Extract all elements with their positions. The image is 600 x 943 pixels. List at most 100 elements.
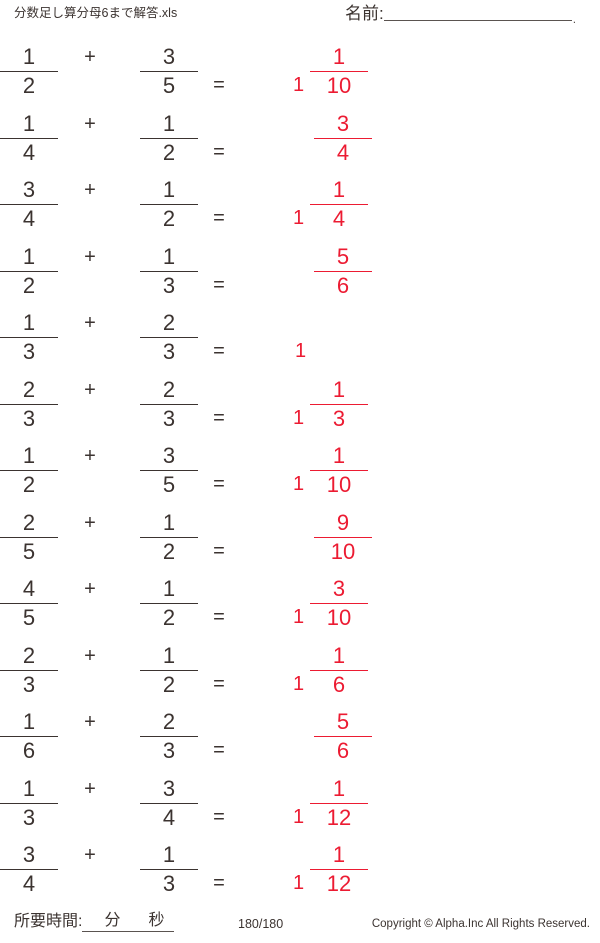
fraction-denominator: 5 xyxy=(22,605,36,630)
fraction-bar xyxy=(0,669,58,671)
fraction-bar xyxy=(0,802,58,804)
answer-fraction-bar xyxy=(314,736,372,737)
fraction-bar xyxy=(0,204,58,205)
fraction-bar xyxy=(140,337,198,338)
answer-denominator: 6 xyxy=(332,671,346,697)
fraction-bar xyxy=(140,403,198,405)
student-name-label: 名前: xyxy=(345,4,384,23)
fraction-denominator: 4 xyxy=(162,804,176,830)
answer-whole-number: 1 xyxy=(293,872,305,894)
fraction-numerator: 2 xyxy=(162,376,176,402)
fraction-denominator: 6 xyxy=(22,738,36,763)
fraction-bar xyxy=(0,270,58,272)
fraction-numerator: 1 xyxy=(162,509,176,535)
fraction-denominator: 3 xyxy=(162,405,176,431)
equals-operator: = xyxy=(213,207,225,229)
fraction-bar xyxy=(0,470,58,471)
elapsed-time-field[interactable]: 所要時間: 分 秒 xyxy=(14,911,175,932)
fraction-numerator: 1 xyxy=(162,576,176,601)
second-unit-label: 秒 xyxy=(148,912,165,929)
plus-operator: + xyxy=(84,112,96,135)
answer-whole-number: 1 xyxy=(293,74,305,96)
fraction-numerator: 1 xyxy=(22,243,36,269)
plus-operator: + xyxy=(84,711,96,733)
answer-whole-number: 1 xyxy=(293,672,305,695)
elapsed-minutes-input[interactable]: 分 xyxy=(82,911,127,932)
worksheet-footer: 所要時間: 分 秒 180/180 Copyright © Alpha.Inc … xyxy=(0,903,600,943)
elapsed-seconds-input[interactable]: 秒 xyxy=(126,911,175,932)
answer-denominator: 4 xyxy=(332,206,346,231)
fraction-bar xyxy=(0,869,58,870)
answer-numerator: 1 xyxy=(332,44,346,69)
fraction-numerator: 1 xyxy=(162,110,176,136)
equals-operator: = xyxy=(213,140,225,163)
equals-operator: = xyxy=(213,340,225,362)
equals-operator: = xyxy=(213,805,225,828)
student-name-field[interactable]: 名前: . xyxy=(345,4,577,26)
plus-operator: + xyxy=(84,46,96,68)
fraction-numerator: 3 xyxy=(162,44,176,69)
fraction-bar xyxy=(140,669,198,671)
fraction-bar xyxy=(0,603,58,604)
answer-numerator: 1 xyxy=(332,177,346,202)
fraction-bar xyxy=(140,204,198,205)
plus-operator: + xyxy=(84,445,96,467)
answer-numerator: 5 xyxy=(336,243,350,269)
fraction-denominator: 2 xyxy=(22,472,36,497)
answer-fraction-bar xyxy=(310,603,368,604)
equals-operator: = xyxy=(213,672,225,695)
student-name-write-line[interactable] xyxy=(383,20,572,21)
fraction-denominator: 2 xyxy=(162,139,176,165)
answer-fraction-bar xyxy=(310,869,368,870)
fraction-denominator: 4 xyxy=(22,206,36,231)
fraction-numerator: 3 xyxy=(162,443,176,468)
equals-operator: = xyxy=(213,74,225,96)
fraction-numerator: 2 xyxy=(22,509,36,535)
equals-operator: = xyxy=(213,406,225,429)
fraction-bar xyxy=(140,270,198,272)
answer-denominator: 10 xyxy=(326,605,352,630)
fraction-denominator: 3 xyxy=(22,405,36,431)
equals-operator: = xyxy=(213,606,225,628)
fraction-denominator: 4 xyxy=(22,871,36,896)
fraction-denominator: 3 xyxy=(22,339,36,364)
student-name-trailing-dot: . xyxy=(572,12,577,26)
answer-denominator: 12 xyxy=(326,871,352,896)
fraction-denominator: 5 xyxy=(162,472,176,497)
fraction-denominator: 3 xyxy=(22,671,36,697)
answer-whole-number: 1 xyxy=(293,805,305,828)
answer-numerator: 1 xyxy=(332,376,346,402)
answer-fraction-bar xyxy=(310,204,368,205)
document-title: 分数足し算分母6まで解答.xls xyxy=(14,6,178,20)
fraction-numerator: 1 xyxy=(22,709,36,734)
answer-denominator: 6 xyxy=(336,738,350,763)
answer-whole-number: 1 xyxy=(293,207,305,229)
answer-whole-number: 1 xyxy=(293,606,305,628)
answer-numerator: 1 xyxy=(332,443,346,468)
answer-fraction-bar xyxy=(314,137,372,139)
answer-whole-number: 1 xyxy=(293,473,305,495)
fraction-bar xyxy=(140,137,198,139)
